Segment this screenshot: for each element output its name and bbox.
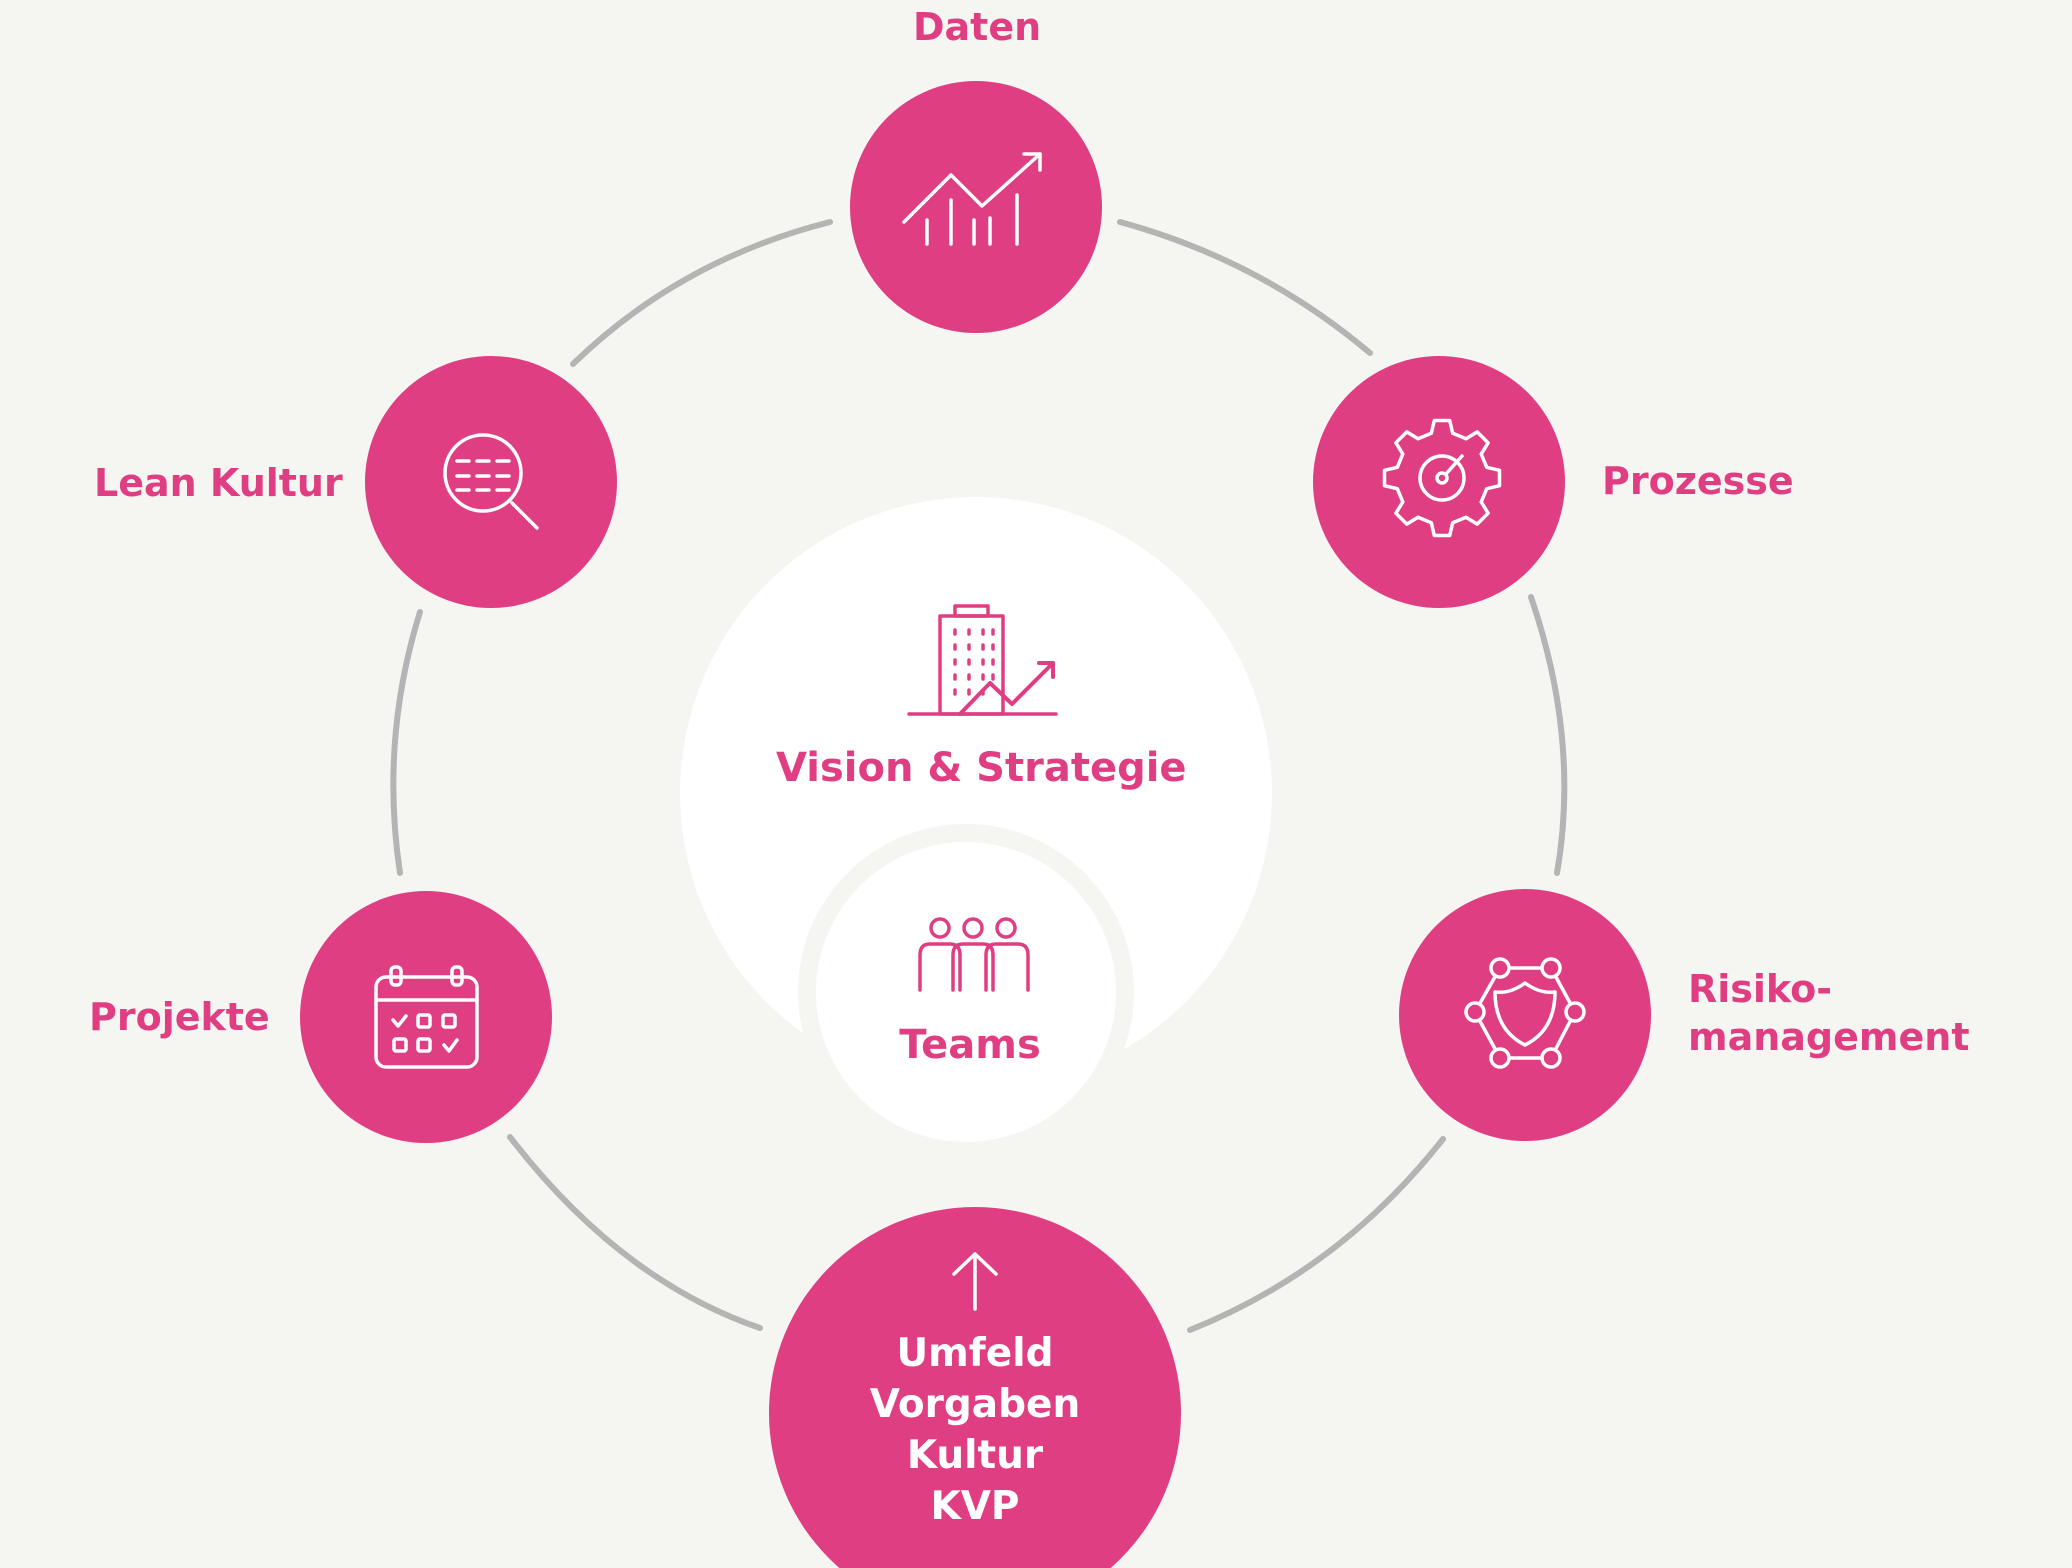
magnifier-list-icon: [443, 433, 539, 530]
ring-arc-projekte-foundation: [507, 1134, 763, 1331]
foundation-node[interactable]: [769, 1207, 1181, 1568]
daten-label: Daten: [913, 5, 1042, 49]
ring-arc-daten-lean: [570, 219, 833, 367]
risiko-label-line1: Risiko-: [1688, 967, 1833, 1011]
projekte-label: Projekte: [89, 995, 270, 1039]
prozesse-label: Prozesse: [1602, 459, 1794, 503]
foundation-line-1: Umfeld: [896, 1331, 1054, 1376]
vision-label: Vision & Strategie: [776, 745, 1187, 791]
building-growth-icon: [907, 604, 1058, 716]
ring-arc-daten-prozesse: [1117, 219, 1373, 356]
foundation-line-3: Kultur: [906, 1433, 1044, 1478]
projekte-node[interactable]: [300, 891, 552, 1143]
daten-node[interactable]: [850, 81, 1102, 333]
foundation-lines: Umfeld Vorgaben Kultur KVP: [775, 1328, 1175, 1532]
lean-kultur-label: Lean Kultur: [94, 461, 343, 505]
trend-chart-icon: [902, 152, 1042, 246]
foundation-line-4: KVP: [930, 1484, 1020, 1529]
risiko-label: Risiko- management: [1688, 966, 1970, 1061]
ring-arc-lean-projekte: [390, 609, 423, 876]
ring-arc-risiko-foundation: [1187, 1136, 1446, 1333]
teams-label: Teams: [899, 1022, 1041, 1068]
ring-arc-prozesse-risiko: [1528, 594, 1568, 876]
teams-circle: [816, 842, 1116, 1142]
risiko-label-line2: management: [1688, 1014, 1970, 1059]
lean-node[interactable]: [365, 356, 617, 608]
arrow-up-icon: [952, 1252, 998, 1311]
calendar-check-icon: [374, 965, 479, 1069]
foundation-line-2: Vorgaben: [869, 1382, 1081, 1427]
shield-network-icon: [1464, 957, 1586, 1069]
gear-gauge-icon: [1382, 418, 1502, 538]
team-people-icon: [918, 917, 1030, 992]
